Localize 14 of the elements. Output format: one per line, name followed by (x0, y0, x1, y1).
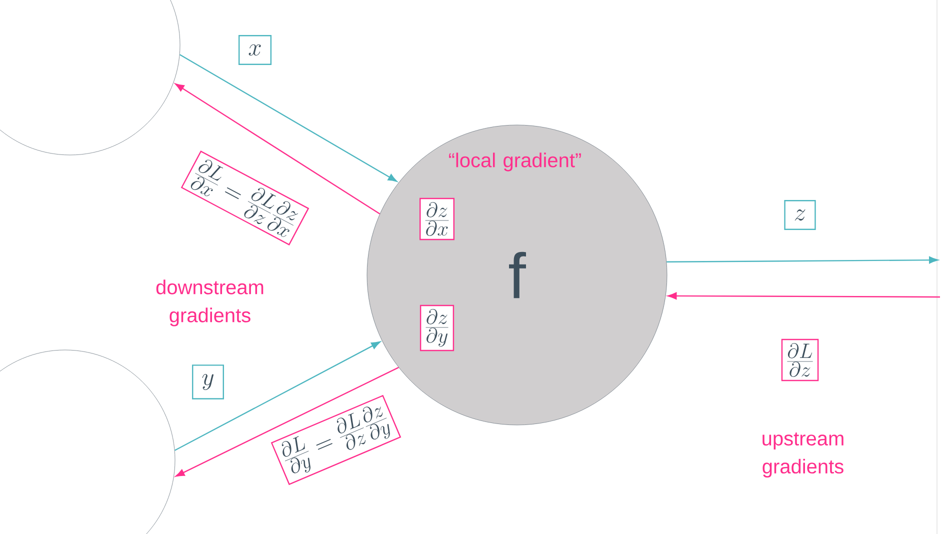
arrow (179, 54, 398, 182)
annotation-text: “local gradient” (449, 152, 581, 172)
variable-box: $x$ (238, 35, 272, 65)
arrow (174, 341, 380, 451)
arrow (176, 366, 399, 477)
upstream-gradient-box: $\frac{\partial L}{\partial z}$ (781, 338, 819, 382)
variable-box: $z$ (784, 200, 816, 230)
arrow (668, 292, 940, 300)
local-gradient-box: $\frac{\partial z}{\partial y}$ (420, 304, 454, 352)
local-gradient-box: $\frac{\partial z}{\partial x}$ (420, 198, 454, 240)
arrow (666, 256, 938, 264)
annotation-text: downstream gradients (156, 280, 264, 326)
variable-box: $y$ (192, 364, 224, 400)
annotation-text: upstream gradients (762, 432, 844, 478)
